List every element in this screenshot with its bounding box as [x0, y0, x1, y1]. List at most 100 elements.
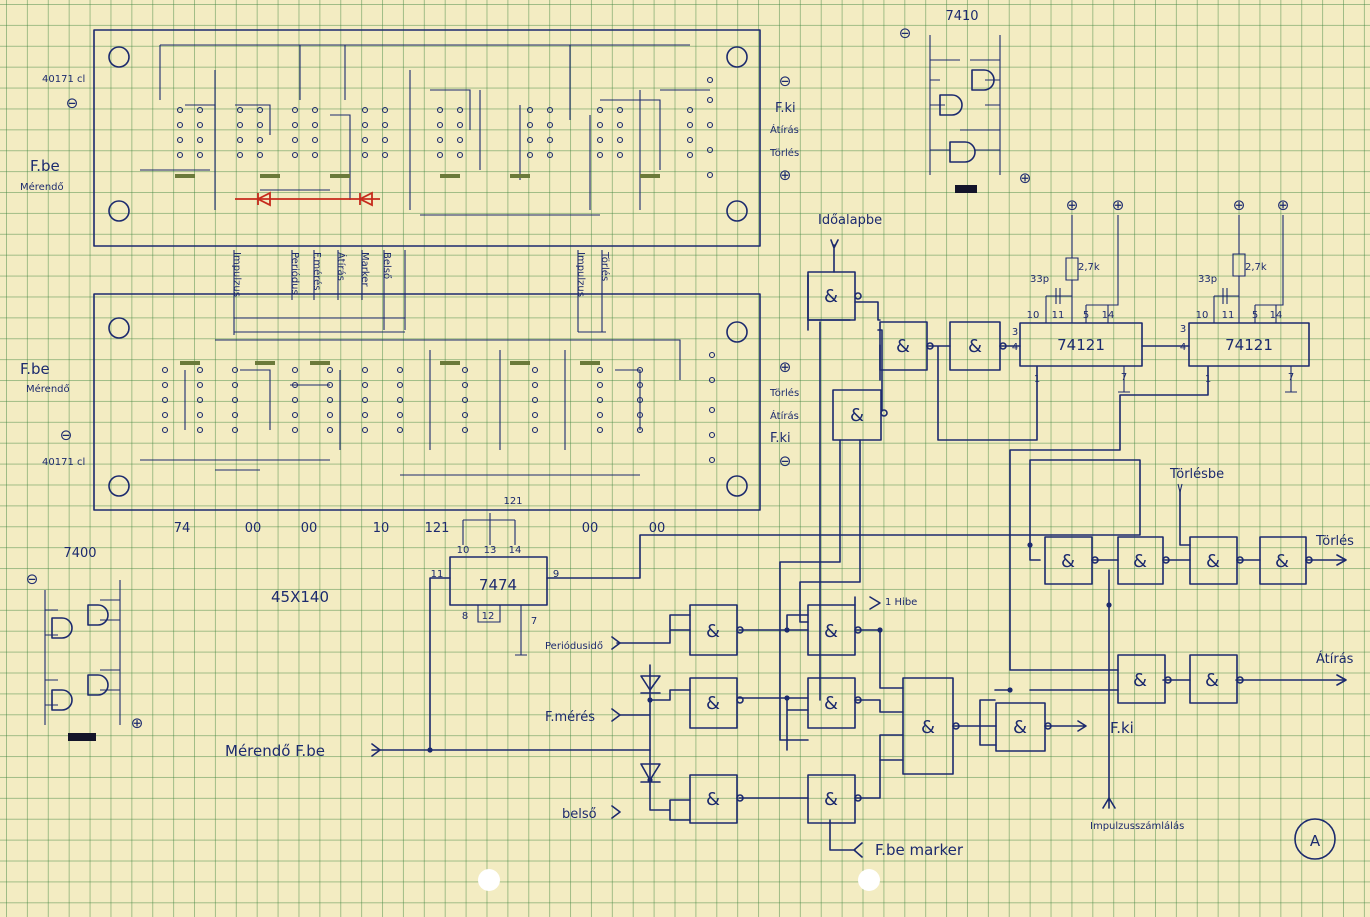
output-atiras-label: Átírás: [1316, 651, 1354, 667]
board-top-label-40171: 40171 cl: [42, 74, 85, 85]
chip-label: 74: [174, 521, 191, 536]
mount-hole: [726, 200, 748, 222]
board-top-label-fki: F.ki: [775, 101, 796, 116]
minus-icon: ⊖: [66, 94, 79, 112]
output-fki-label: F.ki: [1110, 719, 1134, 737]
plus-icon: ⊕: [1112, 196, 1125, 214]
svg-text:&: &: [1206, 551, 1220, 572]
pin-label: Átírás: [335, 252, 348, 281]
chip-label: 00: [649, 521, 666, 536]
flip-flop-label: 7474: [479, 576, 517, 594]
nand-gate: &: [1189, 654, 1244, 704]
minus-icon: ⊖: [779, 452, 792, 470]
svg-text:&: &: [896, 336, 910, 357]
nand-gate: &: [1259, 536, 1313, 585]
nand-gate: &: [1189, 536, 1244, 585]
svg-text:&: &: [1133, 551, 1147, 572]
pin-label: Impulzus: [231, 252, 242, 297]
signature-circle: [1294, 818, 1336, 860]
svg-text:&: &: [1013, 717, 1027, 738]
resistor-label: 2,7k: [1078, 262, 1100, 273]
chip-label: 10: [373, 521, 390, 536]
pcb-top-traces: [140, 44, 710, 216]
svg-text:&: &: [850, 405, 864, 426]
monoflop-2: [1188, 322, 1310, 367]
ff-pin: 7: [531, 616, 537, 627]
nand-gate: &: [1117, 654, 1172, 704]
board-size-label: 45X140: [271, 588, 329, 606]
ff-pin: 9: [553, 569, 559, 580]
pin-label: F.mérés: [311, 252, 323, 290]
input-fmeres-label: F.mérés: [545, 710, 595, 725]
monoflop-pin: 4: [1180, 342, 1186, 353]
ff-pin: 10: [457, 545, 470, 556]
chip-label: 00: [582, 521, 599, 536]
monoflop-1-label: 74121: [1057, 336, 1105, 354]
board-bottom-label-fbe: F.be: [20, 360, 50, 378]
minus-icon: ⊖: [26, 570, 39, 588]
board-top-bottom-labels: Impulzus Periódus F.mérés Átírás Marker …: [231, 251, 611, 297]
monoflop-pin: 11: [1222, 310, 1235, 321]
mount-hole: [108, 475, 130, 497]
nand-gates: & & & & &: [689, 271, 1313, 824]
chip-label: 00: [245, 521, 262, 536]
svg-text:&: &: [921, 717, 935, 738]
mount-hole: [726, 475, 748, 497]
board-bottom-label-torles: Törlés: [769, 387, 799, 399]
ff-pin: 12: [482, 611, 495, 622]
monoflop-1: [1019, 322, 1143, 367]
svg-text:&: &: [824, 621, 838, 642]
pin-label: Impulzus: [575, 252, 586, 297]
nand-gate: &: [902, 677, 960, 775]
monoflop-2-label: 74121: [1225, 336, 1273, 354]
mount-hole: [108, 200, 130, 222]
pcb-board-bottom-outline: [93, 293, 761, 511]
input-hiba-label: 1 Hibe: [885, 597, 917, 608]
pin-label: Periódus: [289, 252, 301, 295]
pin-label: Törlés: [599, 251, 611, 281]
svg-text:&: &: [968, 336, 982, 357]
diode-icon: [640, 675, 661, 783]
nand-gate: &: [949, 321, 1007, 371]
nand-gate: &: [689, 677, 744, 729]
svg-text:&: &: [824, 693, 838, 714]
pcb-top-pads: [176, 76, 714, 179]
nand-gate: &: [995, 702, 1052, 752]
pin-label: Belső: [381, 252, 393, 279]
plus-icon: ⊕: [779, 166, 792, 184]
board-top-label-torles: Törlés: [769, 147, 799, 159]
svg-text:&: &: [1061, 551, 1075, 572]
nand-gate: &: [1044, 536, 1099, 585]
svg-text:&: &: [824, 789, 838, 810]
nand-gate: &: [807, 271, 862, 321]
board-bottom-label-40171: 40171 cl: [42, 457, 85, 468]
nand-gate: &: [832, 389, 888, 441]
capacitor-label: 33p: [1198, 274, 1217, 285]
monoflop-pin: 11: [1052, 310, 1065, 321]
minus-icon: ⊖: [60, 426, 73, 444]
mount-hole: [108, 46, 130, 68]
logic-circuit: 7474 121 10 13 14 11 9 8 12 7 74121 10 1…: [225, 196, 1354, 859]
board-bottom-chip-labels: 74 00 00 10 121 00 00: [174, 521, 666, 536]
board-bottom-label-merendo: Mérendő: [26, 383, 70, 395]
signature-mark: A: [1310, 832, 1321, 850]
svg-text:&: &: [1205, 670, 1219, 691]
chip-7400-title: 7400: [63, 546, 96, 561]
input-torlesbe-label: Törlésbe: [1169, 467, 1224, 482]
monoflop-pin: 3: [1012, 327, 1018, 338]
flip-flop-7474: [449, 556, 548, 606]
ff-pin: 11: [431, 569, 444, 580]
board-top-label-merendo: Mérendő: [20, 181, 64, 193]
nand-gate: &: [807, 774, 862, 824]
board-top-label-atiras: Átírás: [770, 123, 799, 136]
input-belso-label: belső: [562, 807, 597, 822]
output-impulzus-label: Impulzusszámlálás: [1090, 820, 1184, 832]
plus-icon: ⊕: [131, 714, 144, 732]
plus-icon: ⊕: [1019, 169, 1032, 187]
nand-gate: &: [689, 774, 744, 824]
chip-7400-pinout: 7400 ⊖ ⊕: [26, 546, 144, 741]
nand-gate: &: [807, 677, 862, 729]
ff-pin: 8: [462, 611, 468, 622]
svg-text:&: &: [1133, 670, 1147, 691]
